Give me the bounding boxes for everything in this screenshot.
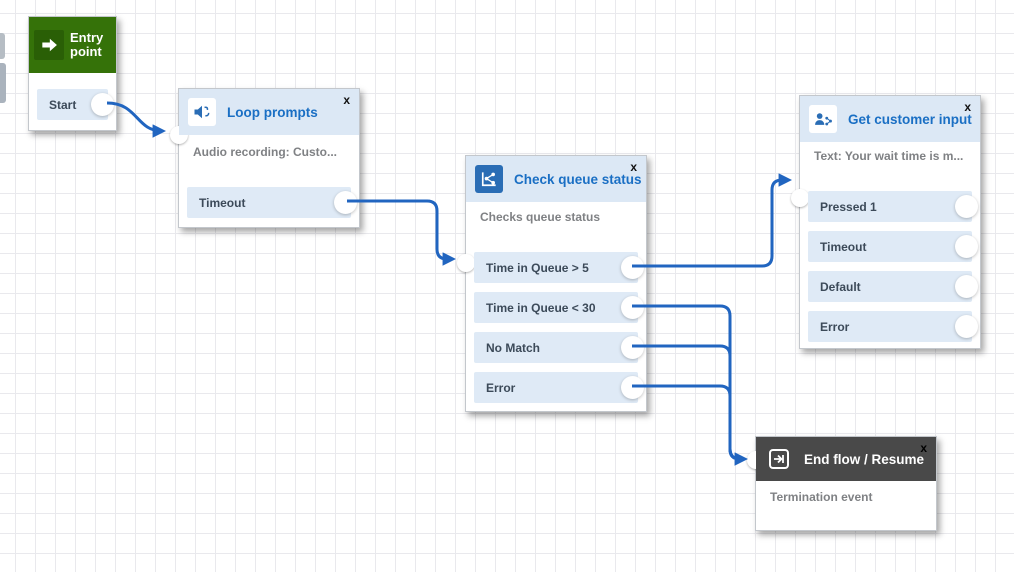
node-title: Check queue status	[514, 171, 642, 187]
node-entry-point[interactable]: Entry point Start	[28, 16, 117, 131]
output-port[interactable]	[334, 191, 357, 214]
wire-timeout-to-check-queue	[347, 199, 457, 266]
branch-row-time-lt-30[interactable]: Time in Queue < 30	[474, 292, 644, 323]
branch-row-label: Pressed 1	[820, 199, 877, 214]
branch-row-error[interactable]: Error	[808, 311, 978, 342]
node-description: Termination event	[770, 490, 873, 504]
branch-row-no-match[interactable]: No Match	[474, 332, 644, 363]
output-port[interactable]	[955, 275, 978, 298]
node-loop-prompts-header[interactable]: Loop prompts x	[179, 89, 359, 135]
node-get-customer-input[interactable]: Get customer input x Text: Your wait tim…	[791, 95, 981, 349]
output-port[interactable]	[955, 315, 978, 338]
branch-row-label: Time in Queue > 5	[486, 260, 589, 275]
branch-row-error[interactable]: Error	[474, 372, 644, 403]
output-port[interactable]	[621, 296, 644, 319]
output-port[interactable]	[621, 376, 644, 399]
node-title: Get customer input	[848, 111, 972, 127]
node-check-queue-status[interactable]: Check queue status x Checks queue status…	[457, 155, 647, 412]
wire-queue-gt5-to-get-input	[632, 173, 793, 268]
branch-row-timeout[interactable]: Timeout	[187, 187, 357, 218]
clipped-panel-edge	[0, 33, 5, 59]
node-title: End flow / Resume	[804, 451, 925, 467]
branch-row-label: Timeout	[199, 195, 246, 210]
arrow-right-icon	[34, 30, 64, 60]
output-port[interactable]	[621, 336, 644, 359]
node-description: Audio recording: Custo...	[193, 145, 337, 159]
branch-row-label: No Match	[486, 340, 540, 355]
branch-share-icon	[475, 165, 503, 193]
node-title: Entry point	[70, 29, 104, 59]
wire-no-match-to-end-flow	[632, 344, 744, 461]
close-icon[interactable]: x	[630, 160, 637, 174]
output-port[interactable]	[955, 195, 978, 218]
customer-input-icon	[809, 105, 837, 133]
output-port[interactable]	[955, 235, 978, 258]
branch-row-label: Error	[486, 380, 516, 395]
branch-row-label: Error	[820, 319, 850, 334]
branch-row-default[interactable]: Default	[808, 271, 978, 302]
branch-row-label: Time in Queue < 30	[486, 300, 596, 315]
node-loop-prompts[interactable]: Loop prompts x Audio recording: Custo...…	[170, 88, 360, 228]
node-title: Loop prompts	[227, 104, 318, 120]
branch-row-pressed-1[interactable]: Pressed 1	[808, 191, 978, 222]
node-description: Text: Your wait time is m...	[814, 149, 964, 163]
branch-row-start[interactable]: Start	[37, 89, 114, 120]
close-icon[interactable]: x	[964, 100, 971, 114]
wire-error-to-end-flow	[632, 384, 744, 461]
output-port[interactable]	[91, 93, 114, 116]
clipped-panel-edge	[0, 63, 6, 103]
branch-row-label: Timeout	[820, 239, 867, 254]
node-get-customer-input-header[interactable]: Get customer input x	[800, 96, 980, 142]
wire-queue-lt30-to-end-flow	[632, 304, 749, 466]
node-check-queue-status-header[interactable]: Check queue status x	[466, 156, 646, 202]
node-end-flow-resume[interactable]: End flow / Resume x Termination event	[747, 436, 937, 531]
close-icon[interactable]: x	[920, 441, 927, 455]
output-port[interactable]	[621, 256, 644, 279]
branch-row-label: Default	[820, 279, 861, 294]
branch-row-time-gt-5[interactable]: Time in Queue > 5	[474, 252, 644, 283]
branch-row-label: Start	[49, 97, 77, 112]
input-port[interactable]	[457, 254, 475, 272]
branch-row-timeout[interactable]: Timeout	[808, 231, 978, 262]
node-end-flow-resume-header[interactable]: End flow / Resume x	[756, 437, 936, 481]
node-description: Checks queue status	[480, 210, 601, 224]
speaker-loop-icon	[188, 98, 216, 126]
input-port[interactable]	[791, 189, 809, 207]
end-flow-icon	[765, 445, 793, 473]
node-entry-point-header[interactable]: Entry point	[29, 17, 116, 73]
close-icon[interactable]: x	[343, 93, 350, 107]
